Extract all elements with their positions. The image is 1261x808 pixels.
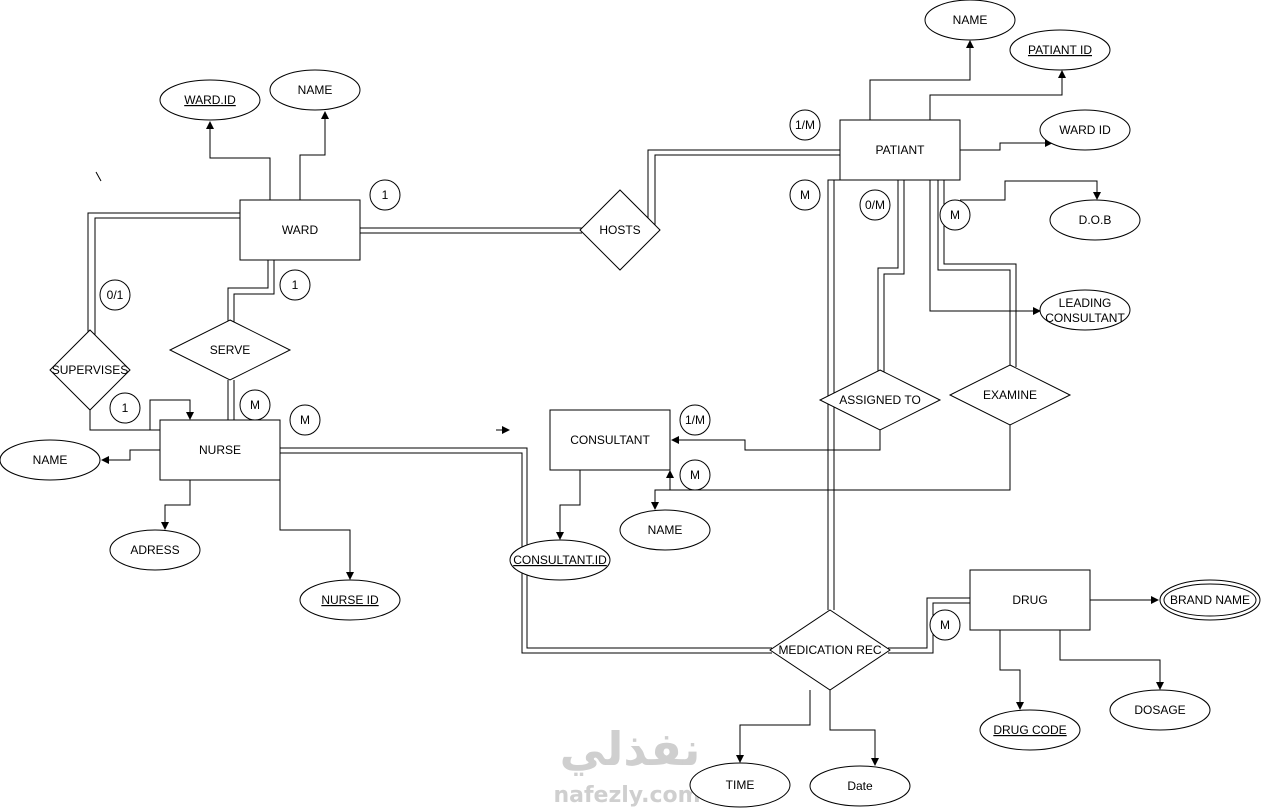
card-ward-hosts: [369, 179, 401, 211]
attr-nurse-name-label: NAME: [33, 453, 68, 467]
attr-nurse-id: [299, 579, 401, 621]
attr-date-label: Date: [847, 779, 873, 793]
card-nurse-serve: [239, 389, 271, 421]
rel-supervises: [49, 329, 131, 411]
card-nurse-medication-label: M: [300, 413, 310, 427]
watermark-arabic: نفذلي: [560, 722, 701, 776]
attr-patient-id: [1009, 29, 1111, 71]
rel-medication-rec: [769, 609, 891, 691]
attr-consultant-name: [619, 509, 711, 551]
card-patient-assigned: [859, 189, 891, 221]
attr-ward-id: [159, 79, 261, 121]
card-drug-medication-label: M: [940, 618, 950, 632]
attr-patient-dob: [1049, 199, 1141, 241]
rel-serve-label: SERVE: [210, 343, 250, 357]
attr-dosage-label: DOSAGE: [1134, 703, 1185, 717]
attr-consultant-id-label: CONSULTANT.ID: [513, 553, 607, 567]
card-patient-assigned-label: 0/M: [865, 198, 885, 212]
entity-drug: [969, 569, 1091, 631]
rel-assigned-to: [818, 369, 942, 431]
attr-patient-dob-label: D.O.B: [1079, 213, 1112, 227]
card-patient-examine: [939, 199, 971, 231]
entity-nurse: [159, 419, 281, 481]
attr-time-label: TIME: [726, 778, 755, 792]
card-patient-hosts-1m: [789, 109, 821, 141]
entity-ward: [239, 199, 361, 261]
card-nurse-serve-label: M: [250, 398, 260, 412]
card-ward-hosts-label: 1: [382, 188, 389, 202]
attr-nurse-address-label: ADRESS: [130, 543, 179, 557]
card-nurse-supervises: [109, 392, 141, 424]
entity-nurse-label: NURSE: [199, 443, 241, 457]
attr-patient-id-label: PATIANT ID: [1028, 43, 1092, 57]
attr-patient-name-label: NAME: [953, 13, 988, 27]
rel-hosts-label: HOSTS: [599, 223, 640, 237]
attr-patient-name: [924, 0, 1016, 41]
attr-nurse-address: [109, 529, 201, 571]
card-consultant-assigned: [679, 404, 711, 436]
card-ward-supervises: [99, 279, 131, 311]
rel-serve: [168, 319, 292, 381]
attr-leading-consultant: [1039, 289, 1131, 331]
entity-ward-label: WARD: [282, 223, 319, 237]
card-ward-serve: [279, 269, 311, 301]
attr-time: [689, 762, 791, 808]
attr-brand-name-label: BRAND NAME: [1170, 593, 1250, 607]
card-nurse-medication: [289, 404, 321, 436]
card-drug-medication: [929, 609, 961, 641]
attr-leading-consultant-line2: CONSULTANT: [1045, 311, 1125, 325]
attr-patient-ward-id: [1039, 109, 1131, 151]
rel-supervises-label: SUPERVISES: [52, 363, 128, 377]
attr-nurse-id-label: NURSE ID: [321, 593, 379, 607]
rel-examine-label: EXAMINE: [983, 388, 1037, 402]
card-consultant-assigned-label: 1/M: [685, 413, 705, 427]
attr-consultant-name-label: NAME: [648, 523, 683, 537]
card-patient-hosts-1m-label: 1/M: [795, 118, 815, 132]
attr-ward-name: [269, 69, 361, 111]
attr-dosage: [1109, 689, 1211, 731]
rel-medication-rec-label: MEDICATION REC: [778, 643, 881, 657]
attr-nurse-name: [0, 439, 101, 481]
entity-consultant-label: CONSULTANT: [570, 433, 650, 447]
card-patient-hosts-m: [789, 179, 821, 211]
entity-patient-label: PATIANT: [876, 143, 926, 157]
attr-leading-consultant-line1: LEADING: [1059, 296, 1112, 310]
attr-drug-code: [979, 709, 1081, 751]
card-patient-examine-label: M: [950, 208, 960, 222]
entity-patient: [839, 119, 961, 181]
card-ward-supervises-label: 0/1: [107, 288, 124, 302]
attr-brand-name-inner: [1163, 583, 1257, 617]
attr-patient-ward-id-label: WARD ID: [1059, 123, 1111, 137]
entity-consultant: [549, 409, 671, 471]
attr-consultant-id: [509, 539, 611, 581]
rel-assigned-to-label: ASSIGNED TO: [839, 393, 921, 407]
attr-ward-name-label: NAME: [298, 83, 333, 97]
card-consultant-examine-label: M: [690, 468, 700, 482]
card-ward-serve-label: 1: [292, 278, 299, 292]
entity-drug-label: DRUG: [1012, 593, 1047, 607]
attr-date: [809, 765, 911, 807]
watermark: نفذلي nafezly.com: [553, 722, 700, 808]
rel-examine: [948, 364, 1072, 426]
card-nurse-supervises-label: 1: [122, 401, 129, 415]
attr-drug-code-label: DRUG CODE: [993, 723, 1066, 737]
watermark-latin: nafezly.com: [553, 783, 700, 808]
attr-ward-id-label: WARD.ID: [184, 93, 236, 107]
card-consultant-examine: [679, 459, 711, 491]
rel-hosts: [579, 189, 661, 271]
card-patient-hosts-m-label: M: [800, 188, 810, 202]
